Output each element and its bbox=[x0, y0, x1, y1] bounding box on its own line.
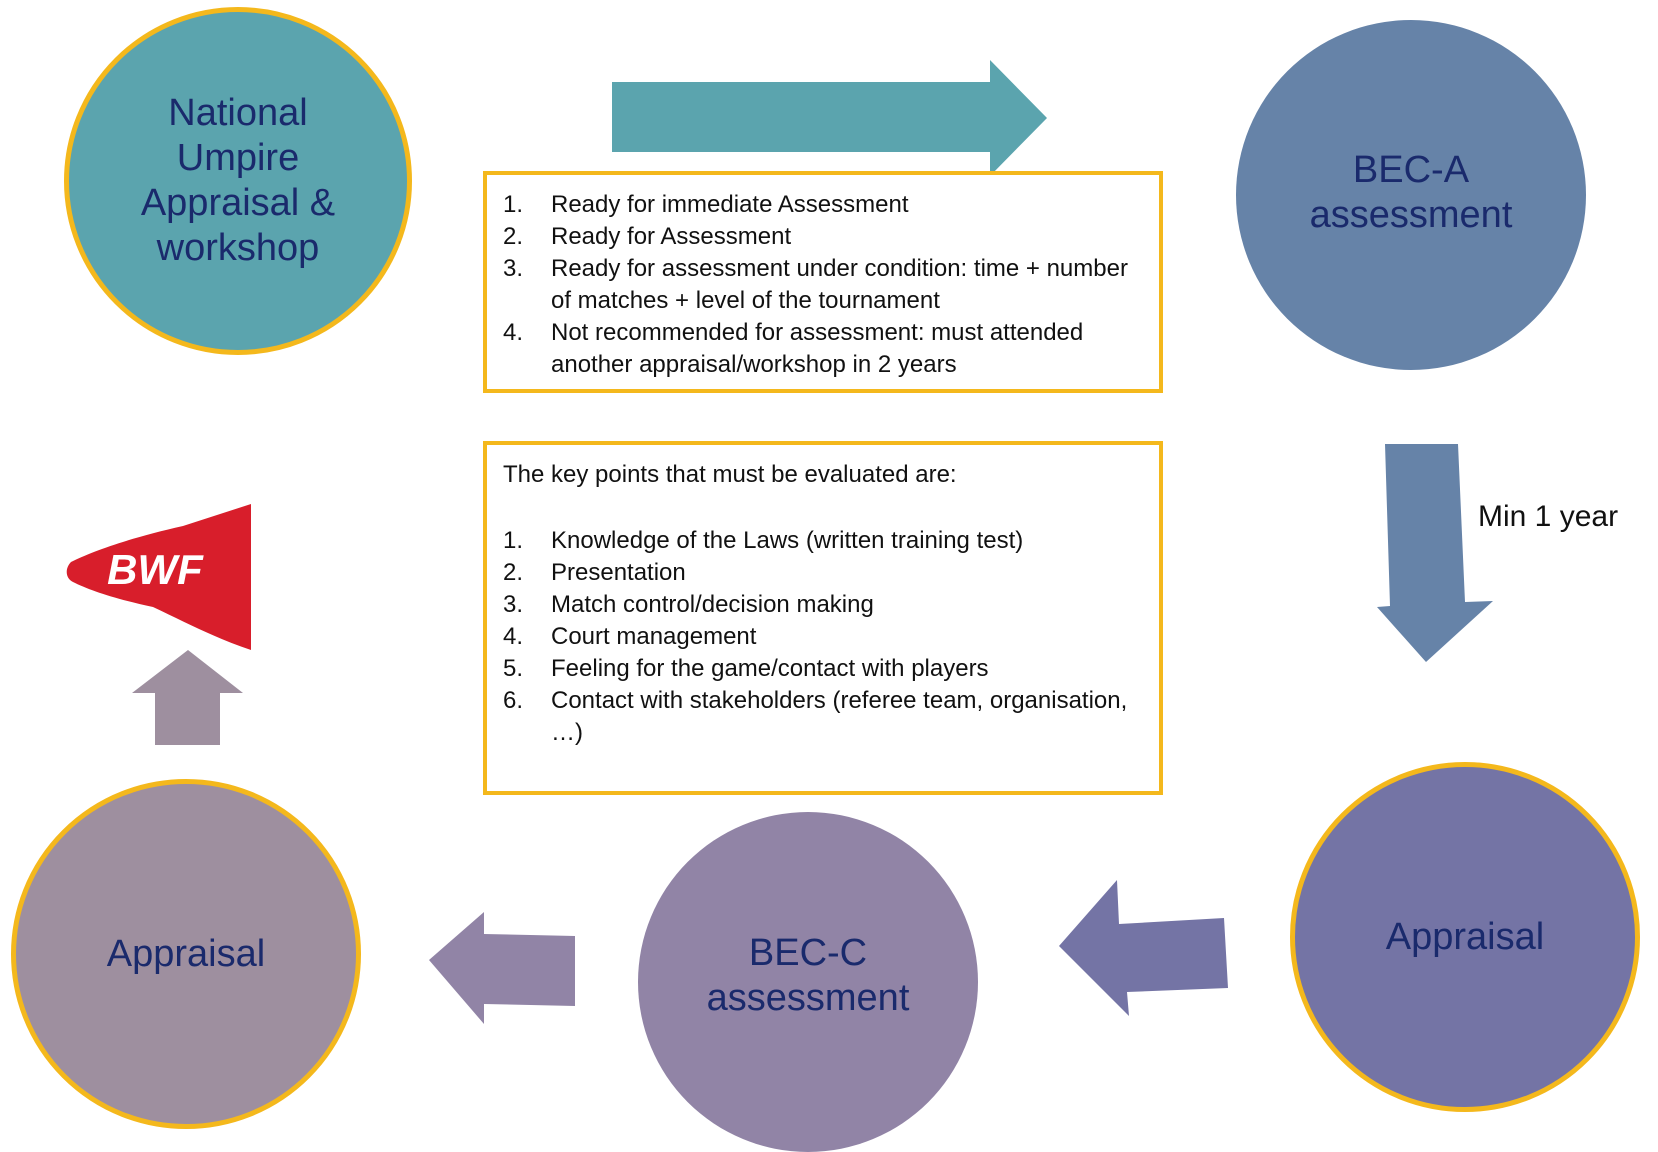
list-item: 5. Feeling for the game/contact with play… bbox=[503, 653, 1139, 685]
list-item-text: Match control/decision making bbox=[551, 591, 874, 618]
arrow-national-to-bec-a bbox=[612, 60, 1047, 176]
list-item-number: 4. bbox=[503, 623, 524, 650]
key-points-list: 1. Knowledge of the Laws (written trainin… bbox=[503, 525, 1139, 749]
node-bec-c-assessment: BEC-C assessment bbox=[638, 812, 978, 1152]
list-item-text: Feeling for the game/contact with player… bbox=[551, 655, 989, 682]
appraisal-outcomes-box: 1. Ready for immediate Assessment 2. Ready… bbox=[483, 171, 1163, 393]
node-label-line: assessment bbox=[1309, 194, 1513, 236]
list-item: 6. Contact with stakeholders (referee tea… bbox=[503, 685, 1139, 749]
list-item-number: 1. bbox=[503, 527, 524, 554]
list-item-number: 2. bbox=[503, 559, 524, 586]
node-appraisal-right-label: Appraisal bbox=[1386, 915, 1544, 960]
appraisal-outcomes-list: 1. Ready for immediate Assessment 2. Ready… bbox=[503, 189, 1139, 381]
list-item-number: 6. bbox=[503, 687, 524, 714]
node-label-line: workshop bbox=[156, 227, 320, 269]
list-item-text: Presentation bbox=[551, 559, 686, 586]
key-points-intro: The key points that must be evaluated ar… bbox=[503, 461, 957, 488]
arrow-appraisal-to-bwf bbox=[132, 650, 243, 745]
node-appraisal-right: Appraisal bbox=[1290, 762, 1640, 1112]
arrow-bec-a-to-appraisal-down bbox=[1377, 444, 1493, 662]
list-item-text: Ready for immediate Assessment bbox=[551, 191, 909, 218]
list-item-text: Not recommended for assessment: must att… bbox=[551, 319, 1084, 378]
list-item: 3. Ready for assessment under condition: … bbox=[503, 253, 1139, 317]
list-item-text: Contact with stakeholders (referee team,… bbox=[551, 687, 1128, 746]
node-label-line: Umpire bbox=[176, 137, 300, 179]
list-item: 1. Ready for immediate Assessment bbox=[503, 189, 1139, 221]
node-appraisal-left: Appraisal bbox=[11, 779, 361, 1129]
list-item-number: 3. bbox=[503, 591, 524, 618]
list-item-text: Ready for Assessment bbox=[551, 223, 792, 250]
bwf-logo-shape bbox=[66, 504, 251, 650]
list-item-number: 4. bbox=[503, 319, 524, 346]
node-label-line: BEC-C bbox=[748, 932, 868, 974]
node-label-line: BEC-A bbox=[1352, 149, 1470, 191]
list-item-number: 5. bbox=[503, 655, 524, 682]
node-label-line: assessment bbox=[706, 977, 910, 1019]
list-item-number: 1. bbox=[503, 191, 524, 218]
list-item-number: 2. bbox=[503, 223, 524, 250]
list-item: 1. Knowledge of the Laws (written trainin… bbox=[503, 525, 1139, 557]
list-item: 4. Court management bbox=[503, 621, 1139, 653]
spacer bbox=[503, 491, 1139, 525]
list-item-text: Ready for assessment under condition: ti… bbox=[551, 255, 1128, 314]
node-bec-a-assessment: BEC-A assessment bbox=[1236, 20, 1586, 370]
node-label-line: Appraisal bbox=[106, 932, 266, 975]
arrow-bec-c-to-appraisal bbox=[429, 912, 575, 1024]
node-label-line: Appraisal bbox=[1385, 915, 1545, 958]
node-label-line: Appraisal & bbox=[140, 182, 336, 224]
min-1-year-label: Min 1 year bbox=[1478, 500, 1619, 533]
arrow-appraisal-to-bec-c bbox=[1059, 880, 1228, 1016]
bwf-logo-text: BWF bbox=[107, 546, 204, 593]
list-item: 2. Ready for Assessment bbox=[503, 221, 1139, 253]
node-national-umpire-appraisal: National Umpire Appraisal & workshop bbox=[64, 7, 412, 355]
node-appraisal-left-label: Appraisal bbox=[107, 932, 265, 977]
node-label-line: National bbox=[168, 92, 308, 134]
bwf-logo: BWF bbox=[66, 504, 251, 650]
node-bec-a-label: BEC-A assessment bbox=[1310, 148, 1513, 238]
list-item-number: 3. bbox=[503, 255, 524, 282]
key-points-box: The key points that must be evaluated ar… bbox=[483, 441, 1163, 795]
node-bec-c-label: BEC-C assessment bbox=[707, 931, 910, 1021]
node-national-umpire-label: National Umpire Appraisal & workshop bbox=[141, 91, 335, 271]
list-item-text: Court management bbox=[551, 623, 757, 650]
list-item-text: Knowledge of the Laws (written training … bbox=[551, 527, 1024, 554]
list-item: 4. Not recommended for assessment: must a… bbox=[503, 317, 1139, 381]
list-item: 2. Presentation bbox=[503, 557, 1139, 589]
list-item: 3. Match control/decision making bbox=[503, 589, 1139, 621]
